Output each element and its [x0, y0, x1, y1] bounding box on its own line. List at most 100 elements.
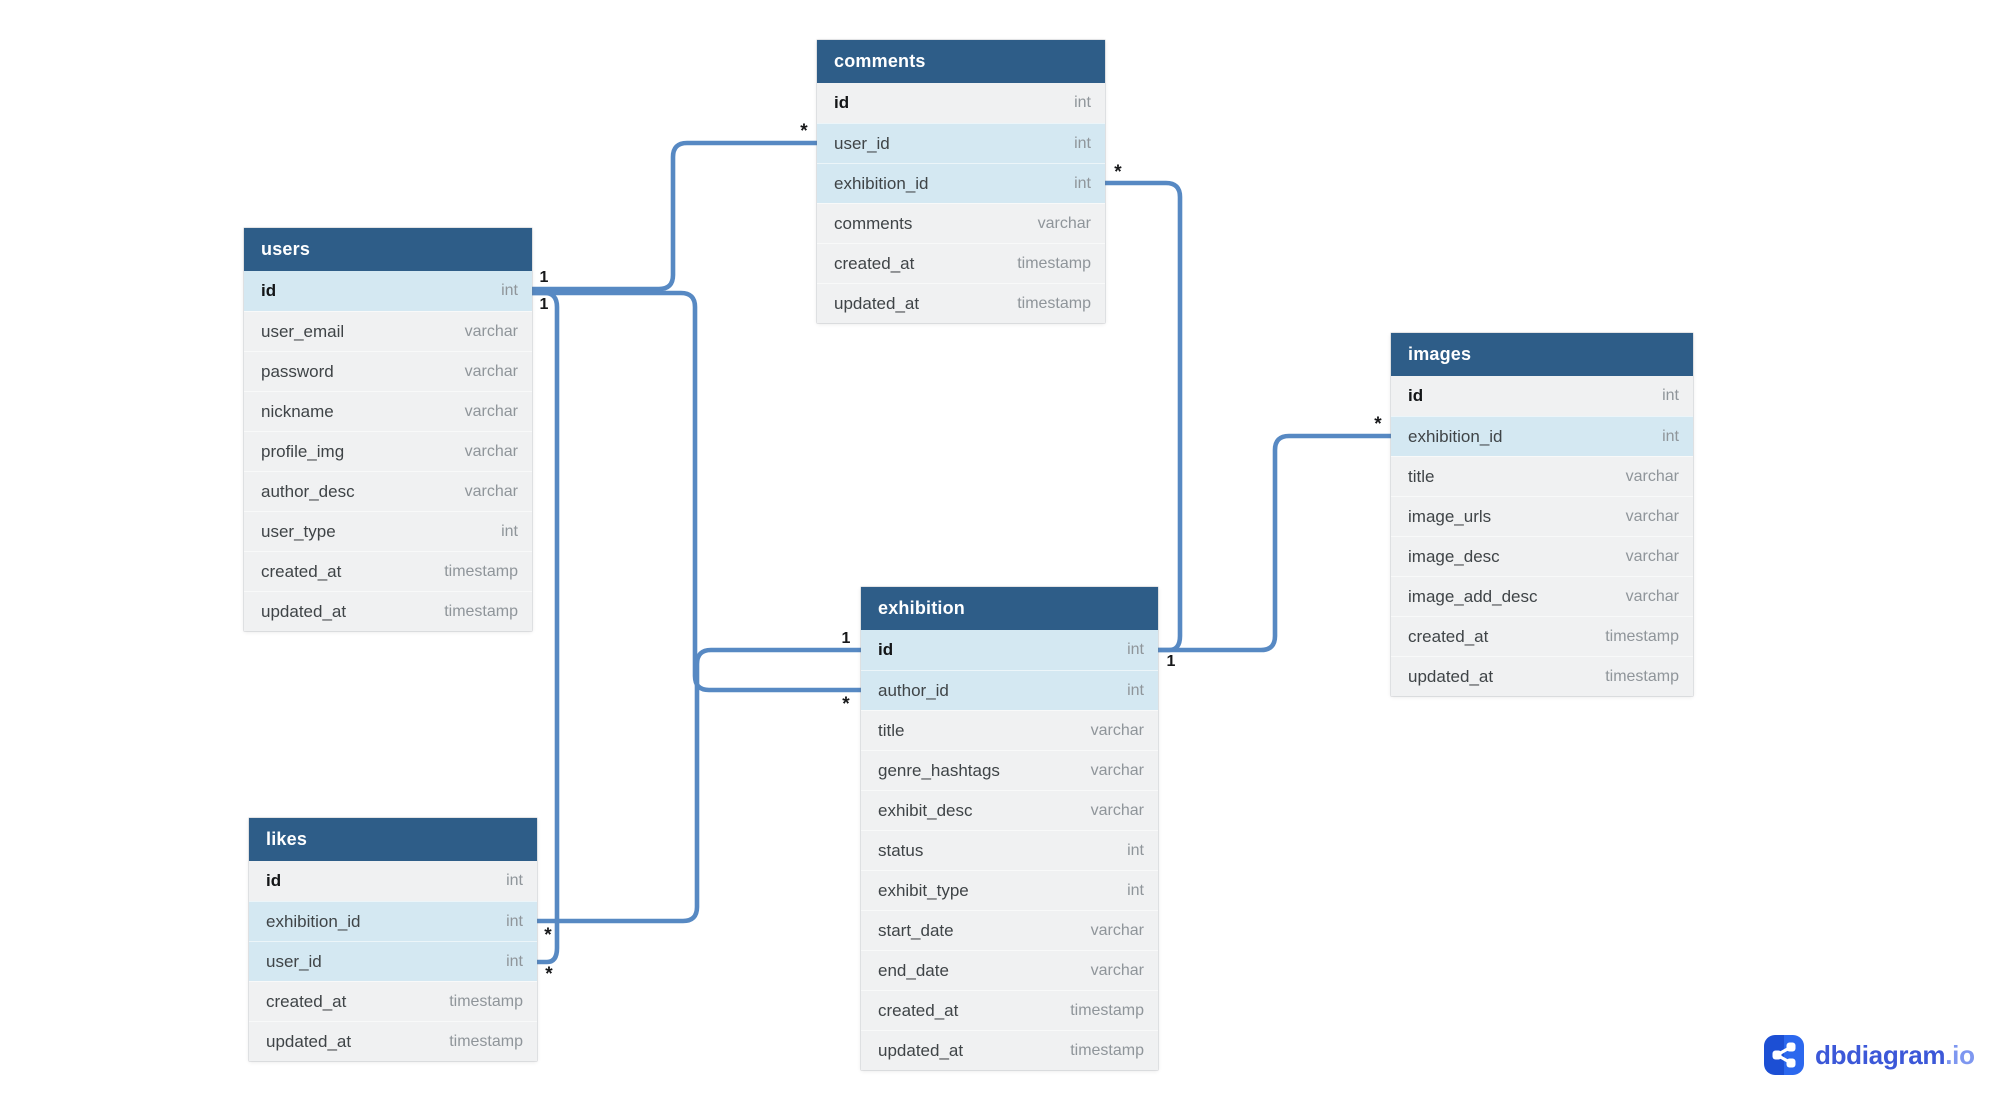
field-type: varchar: [1090, 921, 1144, 939]
field-row-images-title[interactable]: title varchar: [1391, 456, 1693, 496]
field-type: timestamp: [1605, 667, 1679, 685]
cardinality-label-one: 1: [1166, 653, 1176, 670]
field-type: varchar: [1625, 547, 1679, 565]
field-row-images-exhibition_id[interactable]: exhibition_id int: [1391, 416, 1693, 456]
field-type: timestamp: [449, 1032, 523, 1050]
field-name: updated_at: [261, 601, 347, 621]
field-name: user_id: [266, 951, 322, 971]
field-row-likes-exhibition_id[interactable]: exhibition_id int: [249, 901, 537, 941]
field-row-comments-id[interactable]: id int: [817, 83, 1105, 123]
dbdiagram-share-icon: [1764, 1035, 1804, 1075]
field-row-comments-comments[interactable]: comments varchar: [817, 203, 1105, 243]
field-type: int: [501, 522, 518, 540]
field-row-exhibition-id[interactable]: id int: [861, 630, 1158, 670]
field-name: image_add_desc: [1408, 586, 1538, 606]
table-header[interactable]: exhibition: [861, 587, 1158, 630]
field-row-exhibition-title[interactable]: title varchar: [861, 710, 1158, 750]
field-row-comments-exhibition_id[interactable]: exhibition_id int: [817, 163, 1105, 203]
field-type: timestamp: [1017, 254, 1091, 272]
field-row-exhibition-end_date[interactable]: end_date varchar: [861, 950, 1158, 990]
field-row-images-image_add_desc[interactable]: image_add_desc varchar: [1391, 576, 1693, 616]
field-type: int: [506, 912, 523, 930]
table-header[interactable]: likes: [249, 818, 537, 861]
field-type: timestamp: [1070, 1041, 1144, 1059]
field-type: int: [1127, 641, 1144, 658]
table-card-comments[interactable]: comments id int user_id int exhibition_i…: [817, 40, 1105, 323]
field-type: timestamp: [1605, 627, 1679, 645]
field-type: int: [1662, 387, 1679, 404]
field-type: varchar: [1037, 214, 1091, 232]
field-row-images-image_desc[interactable]: image_desc varchar: [1391, 536, 1693, 576]
field-row-likes-id[interactable]: id int: [249, 861, 537, 901]
table-card-exhibition[interactable]: exhibition id int author_id int title va…: [861, 587, 1158, 1070]
table-card-users[interactable]: users id int user_email varchar password…: [244, 228, 532, 631]
field-row-users-profile_img[interactable]: profile_img varchar: [244, 431, 532, 471]
field-type: varchar: [1090, 961, 1144, 979]
relationship-users-id_to_likes-user-id[interactable]: [532, 290, 560, 965]
field-name: id: [266, 871, 282, 890]
relationship-images-exhibition-id_to_exhibition-id[interactable]: [1158, 433, 1391, 653]
field-type: int: [501, 282, 518, 299]
relationship-comments-exhibition-id_to_exhibition-id[interactable]: [1105, 180, 1183, 653]
relationship-users-id_to_exhibition-author-id[interactable]: [532, 290, 861, 693]
field-row-exhibition-created_at[interactable]: created_at timestamp: [861, 990, 1158, 1030]
table-header[interactable]: users: [244, 228, 532, 271]
field-row-users-created_at[interactable]: created_at timestamp: [244, 551, 532, 591]
table-name: likes: [266, 829, 308, 849]
field-type: varchar: [1090, 801, 1144, 819]
field-row-images-id[interactable]: id int: [1391, 376, 1693, 416]
relationship-likes-exhibition-id_to_exhibition-id[interactable]: [537, 647, 861, 924]
field-row-users-nickname[interactable]: nickname varchar: [244, 391, 532, 431]
field-row-users-author_desc[interactable]: author_desc varchar: [244, 471, 532, 511]
cardinality-label-many: *: [1374, 413, 1382, 435]
field-type: varchar: [464, 482, 518, 500]
field-type: int: [506, 952, 523, 970]
table-card-images[interactable]: images id int exhibition_id int title va…: [1391, 333, 1693, 696]
field-row-exhibition-author_id[interactable]: author_id int: [861, 670, 1158, 710]
field-row-users-updated_at[interactable]: updated_at timestamp: [244, 591, 532, 631]
field-name: status: [878, 840, 924, 860]
field-row-likes-updated_at[interactable]: updated_at timestamp: [249, 1021, 537, 1061]
field-row-exhibition-exhibit_type[interactable]: exhibit_type int: [861, 870, 1158, 910]
cardinality-label-many: *: [544, 924, 552, 946]
field-name: end_date: [878, 960, 949, 980]
field-name: updated_at: [834, 293, 920, 313]
field-row-users-password[interactable]: password varchar: [244, 351, 532, 391]
relationship-users-id_to_comments-user-id[interactable]: [532, 140, 817, 292]
field-row-users-user_type[interactable]: user_type int: [244, 511, 532, 551]
field-row-exhibition-updated_at[interactable]: updated_at timestamp: [861, 1030, 1158, 1070]
field-row-likes-user_id[interactable]: user_id int: [249, 941, 537, 981]
field-row-comments-created_at[interactable]: created_at timestamp: [817, 243, 1105, 283]
table-fields: id int exhibition_id int user_id int cre…: [249, 861, 537, 1061]
field-row-images-updated_at[interactable]: updated_at timestamp: [1391, 656, 1693, 696]
field-row-images-created_at[interactable]: created_at timestamp: [1391, 616, 1693, 656]
field-row-comments-user_id[interactable]: user_id int: [817, 123, 1105, 163]
table-card-likes[interactable]: likes id int exhibition_id int user_id i…: [249, 818, 537, 1061]
table-header[interactable]: images: [1391, 333, 1693, 376]
field-row-exhibition-start_date[interactable]: start_date varchar: [861, 910, 1158, 950]
table-name: comments: [834, 51, 926, 71]
field-row-exhibition-exhibit_desc[interactable]: exhibit_desc varchar: [861, 790, 1158, 830]
table-name: exhibition: [878, 598, 965, 618]
field-name: image_desc: [1408, 546, 1500, 566]
field-name: title: [1408, 466, 1435, 486]
field-type: int: [1074, 174, 1091, 192]
cardinality-label-many: *: [545, 963, 553, 985]
table-fields: id int exhibition_id int title varchar i…: [1391, 376, 1693, 696]
field-name: id: [261, 281, 277, 300]
dbdiagram-logo[interactable]: dbdiagram.io: [1764, 1035, 1975, 1075]
field-row-exhibition-genre_hashtags[interactable]: genre_hashtags varchar: [861, 750, 1158, 790]
field-row-users-user_email[interactable]: user_email varchar: [244, 311, 532, 351]
table-header[interactable]: comments: [817, 40, 1105, 83]
field-row-users-id[interactable]: id int: [244, 271, 532, 311]
field-type: timestamp: [444, 562, 518, 580]
field-name: updated_at: [878, 1040, 964, 1060]
field-row-likes-created_at[interactable]: created_at timestamp: [249, 981, 537, 1021]
field-row-exhibition-status[interactable]: status int: [861, 830, 1158, 870]
field-row-comments-updated_at[interactable]: updated_at timestamp: [817, 283, 1105, 323]
field-type: int: [1074, 134, 1091, 152]
field-row-images-image_urls[interactable]: image_urls varchar: [1391, 496, 1693, 536]
field-type: timestamp: [444, 602, 518, 620]
